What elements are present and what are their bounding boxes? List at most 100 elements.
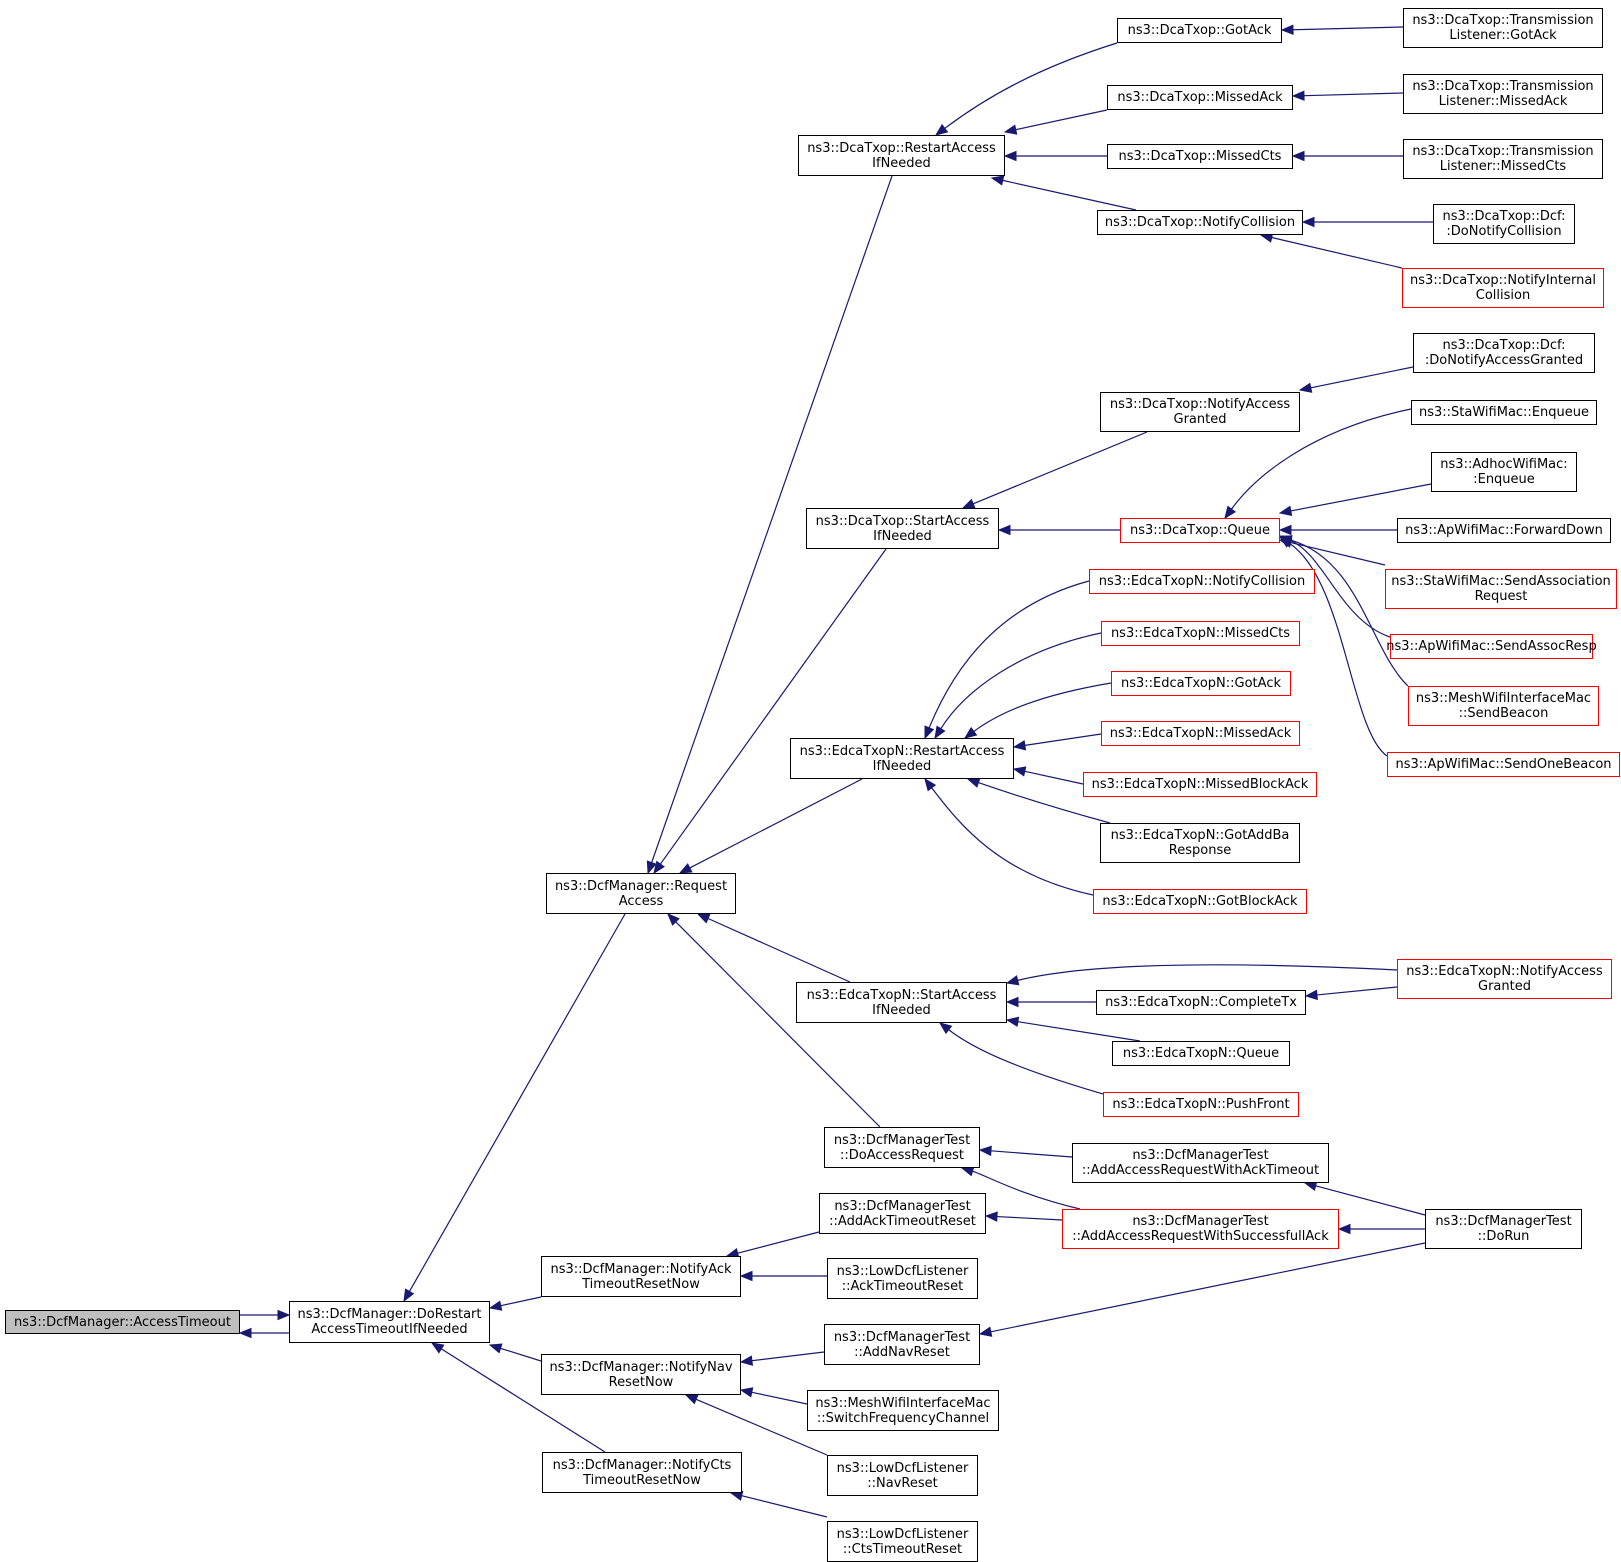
node-edca_missedblockack[interactable]: ns3::EdcaTxopN::MissedBlockAck <box>1083 772 1317 797</box>
edge-arrowhead <box>934 725 946 740</box>
node-mesh_switch[interactable]: ns3::MeshWifiInterfaceMac::SwitchFrequen… <box>807 1390 999 1431</box>
edge-line <box>500 1296 542 1307</box>
edge-arrowhead <box>1012 740 1027 751</box>
edge-arrowhead <box>963 726 978 739</box>
edge-reqaccess-to-dorestart <box>403 913 626 1303</box>
edge-line <box>751 1391 808 1405</box>
edge-ap_sendonebeacon-to-dca_queue <box>1278 536 1388 757</box>
node-label-line: ns3::DcaTxop::NotifyInternal <box>1410 273 1596 288</box>
node-dca_gotack[interactable]: ns3::DcaTxop::GotAck <box>1117 18 1282 43</box>
edge-edca_pushfront-to-edca_start <box>938 1022 1111 1097</box>
edge-arrowhead <box>1005 996 1019 1008</box>
edge-line <box>1288 542 1388 757</box>
node-dcftest_doaccess[interactable]: ns3::DcfManagerTest::DoAccessRequest <box>824 1127 980 1168</box>
node-dcf_donotifyaccess[interactable]: ns3::DcaTxop::Dcf::DoNotifyAccessGranted <box>1413 333 1595 373</box>
node-ap_sendassocresp[interactable]: ns3::ApWifiMac::SendAssocResp <box>1386 634 1597 659</box>
edge-edca_missedcts-to-edca_restart <box>934 632 1102 740</box>
node-edca_gotblockack[interactable]: ns3::EdcaTxopN::GotBlockAck <box>1093 889 1307 914</box>
edge-sta_enqueue-to-dca_queue <box>1224 408 1412 520</box>
edge-adhoc_enqueue-to-dca_queue <box>1278 483 1432 516</box>
node-label-line: ns3::LowDcfListener <box>836 1526 969 1542</box>
node-dcf_donotifycoll[interactable]: ns3::DcaTxop::Dcf::DoNotifyCollision <box>1433 204 1575 244</box>
edge-arrowhead <box>1278 536 1293 548</box>
node-label-line: ::DoRun <box>1477 1229 1530 1244</box>
node-edca_pushfront[interactable]: ns3::EdcaTxopN::PushFront <box>1103 1092 1299 1117</box>
edge-arrowhead <box>1003 150 1017 162</box>
edge-lowdcf_ack-to-notifyack <box>739 1270 827 1282</box>
node-label-line: IfNeeded <box>873 528 932 544</box>
node-label-line: Granted <box>1173 412 1227 427</box>
edge-dca_missedcts-to-dca_restart <box>1003 150 1107 162</box>
node-dcftest_addack[interactable]: ns3::DcfManagerTest::AddAckTimeoutReset <box>819 1193 986 1234</box>
node-sta_enqueue[interactable]: ns3::StaWifiMac::Enqueue <box>1411 400 1597 425</box>
node-edca_queue[interactable]: ns3::EdcaTxopN::Queue <box>1112 1041 1290 1066</box>
node-dcftest_dorun[interactable]: ns3::DcfManagerTest::DoRun <box>1425 1209 1582 1249</box>
edge-line <box>651 175 893 863</box>
edge-dcftest_doaccess-to-reqaccess <box>667 913 881 1128</box>
edge-line <box>1271 236 1403 269</box>
node-dca_notifycoll[interactable]: ns3::DcaTxop::NotifyCollision <box>1097 210 1303 235</box>
edge-line <box>1024 733 1102 746</box>
node-label-line: ns3::DcfManagerTest <box>1435 1214 1572 1229</box>
node-dca_missedack[interactable]: ns3::DcaTxop::MissedAck <box>1107 85 1293 110</box>
edge-line <box>990 1242 1426 1333</box>
edge-line <box>940 632 1102 729</box>
edge-dca_notifycoll-to-dca_restart <box>990 175 1137 211</box>
edge-line <box>689 778 863 869</box>
node-edca_gotack[interactable]: ns3::EdcaTxopN::GotAck <box>1111 671 1291 696</box>
node-adhoc_enqueue[interactable]: ns3::AdhocWifiMac::Enqueue <box>1431 452 1577 492</box>
node-dca_queue[interactable]: ns3::DcaTxop::Queue <box>1120 518 1280 543</box>
node-label-line: ns3::EdcaTxopN::GotAck <box>1120 676 1281 691</box>
node-edca_missedack[interactable]: ns3::EdcaTxopN::MissedAck <box>1101 721 1300 746</box>
node-ap_sendonebeacon[interactable]: ns3::ApWifiMac::SendOneBeacon <box>1387 752 1620 777</box>
node-label-line: ns3::DcfManager::AccessTimeout <box>14 1314 231 1330</box>
node-dcftest_addackto[interactable]: ns3::DcfManagerTest::AddAccessRequestWit… <box>1072 1143 1329 1183</box>
edge-line <box>1303 92 1404 97</box>
node-mesh_sendbeacon[interactable]: ns3::MeshWifiInterfaceMac::SendBeacon <box>1408 686 1599 726</box>
node-lowdcf_nav[interactable]: ns3::LowDcfListener::NavReset <box>827 1455 978 1496</box>
node-label-line: TimeoutResetNow <box>582 1276 700 1292</box>
edge-line <box>1290 483 1432 512</box>
node-lowdcf_cts[interactable]: ns3::LowDcfListener::CtsTimeoutReset <box>827 1521 978 1562</box>
node-dcftest_addnav[interactable]: ns3::DcfManagerTest::AddNavReset <box>824 1324 980 1365</box>
node-lowdcf_ack[interactable]: ns3::LowDcfListener::AckTimeoutReset <box>827 1258 978 1299</box>
edge-arrowhead <box>1291 90 1305 101</box>
node-label-line: ::AddAccessRequestWithSuccessfullAck <box>1072 1229 1329 1244</box>
edge-line <box>972 431 1148 505</box>
node-dca_missedcts[interactable]: ns3::DcaTxop::MissedCts <box>1107 144 1293 169</box>
edge-dca_notifyinternal-to-dca_notifycoll <box>1259 232 1403 269</box>
edge-line <box>1316 986 1398 996</box>
edge-arrowhead <box>739 1270 753 1282</box>
node-edca_notifycoll[interactable]: ns3::EdcaTxopN::NotifyCollision <box>1089 569 1315 594</box>
edge-line <box>948 1029 1111 1097</box>
node-label-line: ns3::DcaTxop::Transmission <box>1412 13 1594 28</box>
edge-arrowhead <box>1291 150 1305 162</box>
node-dcftest_addsucc[interactable]: ns3::DcfManagerTest::AddAccessRequestWit… <box>1062 1209 1339 1249</box>
node-ap_forward[interactable]: ns3::ApWifiMac::ForwardDown <box>1397 518 1611 543</box>
edge-arrowhead <box>966 777 981 788</box>
edge-arrowhead <box>678 863 693 874</box>
node-edca_completetx[interactable]: ns3::EdcaTxopN::CompleteTx <box>1096 990 1306 1015</box>
edge-line <box>978 782 1111 824</box>
node-label-line: ns3::DcfManager::NotifyAck <box>550 1261 732 1277</box>
node-edca_missedcts[interactable]: ns3::EdcaTxopN::MissedCts <box>1101 621 1300 646</box>
edge-arrowhead <box>997 524 1011 536</box>
